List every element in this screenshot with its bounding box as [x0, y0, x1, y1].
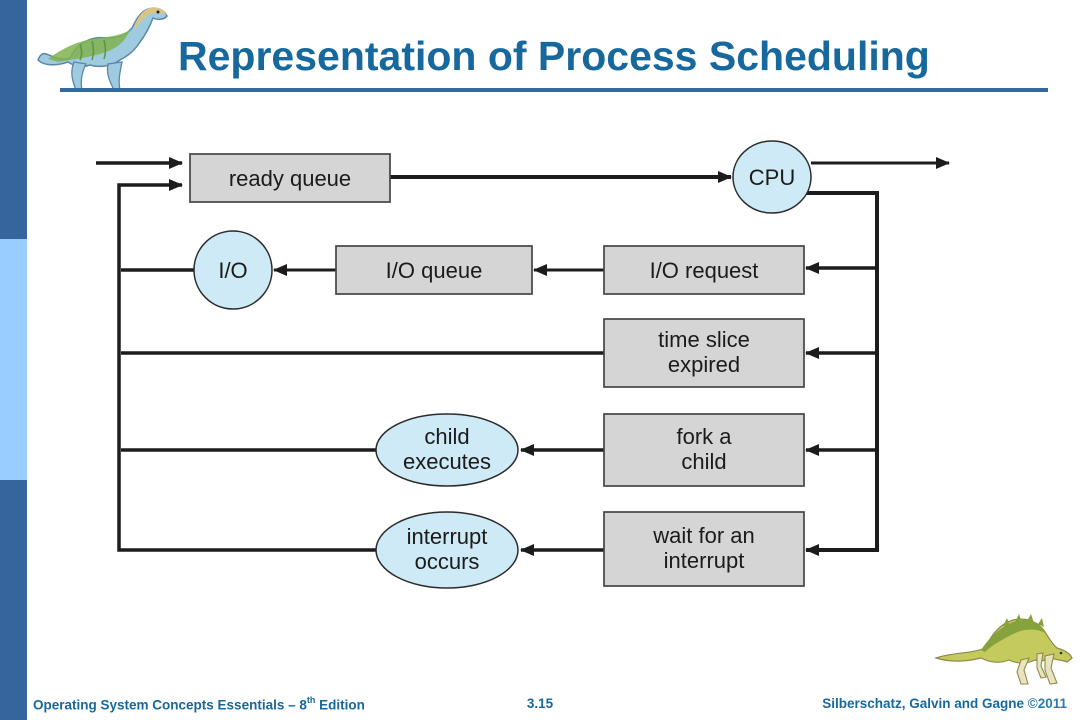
child-executes-label-line2: executes: [403, 449, 491, 474]
dinosaur-image: [934, 614, 1073, 685]
cpu-label: CPU: [749, 165, 795, 190]
time-slice-expired-label-line2: expired: [668, 352, 740, 377]
io-request-box: [603, 245, 805, 295]
sidebar-bar-top: [0, 0, 27, 239]
wait-for-interrupt-box: [603, 511, 805, 587]
io-request-label: I/O request: [650, 258, 759, 283]
edge-requeue-loop: [117, 179, 377, 552]
footer-edition-superscript: th: [306, 695, 316, 705]
cpu-ellipse: [732, 140, 812, 214]
io-label: I/O: [218, 258, 247, 283]
edge-cpu-to-waitinterrupt-trunk: [805, 191, 879, 556]
interrupt-occurs-ellipse: [375, 511, 519, 589]
footer-book-title: Operating System Concepts Essentials – 8…: [33, 695, 365, 713]
footer-authors: Silberschatz, Galvin and Gagne: [822, 696, 1028, 711]
title-underline: [60, 88, 1048, 92]
footer-edition-suffix: Edition: [315, 697, 365, 713]
interrupt-occurs-label-line2: occurs: [415, 549, 480, 574]
time-slice-expired-label-line1: time slice: [658, 327, 750, 352]
footer-credits: Silberschatz, Galvin and Gagne ©2011: [822, 696, 1067, 711]
child-executes-ellipse: [375, 413, 519, 487]
dinosaur-logo-icon: [37, 7, 168, 91]
io-queue-label: I/O queue: [386, 258, 483, 283]
sidebar-bar-bottom: [0, 480, 27, 720]
wait-for-interrupt-label-line1: wait for an: [652, 523, 755, 548]
io-queue-box: [335, 245, 533, 295]
fork-a-child-label-line2: child: [681, 449, 726, 474]
io-ellipse: [193, 230, 273, 310]
ready-queue-label: ready queue: [229, 166, 351, 191]
footer-page-number: 3.15: [526, 696, 554, 711]
footer-book-title-text: Operating System Concepts Essentials – 8: [33, 697, 307, 713]
time-slice-expired-box: [603, 318, 805, 388]
wait-for-interrupt-label-line2: interrupt: [664, 548, 745, 573]
sidebar-bar-middle: [0, 239, 27, 480]
slide-title: Representation of Process Scheduling: [178, 33, 930, 79]
interrupt-occurs-label-line1: interrupt: [407, 524, 488, 549]
child-executes-label-line1: child: [424, 424, 469, 449]
footer-copyright: ©2011: [1027, 696, 1067, 711]
ready-queue-box: [189, 153, 391, 203]
fork-a-child-box: [603, 413, 805, 487]
fork-a-child-label-line1: fork a: [676, 424, 732, 449]
